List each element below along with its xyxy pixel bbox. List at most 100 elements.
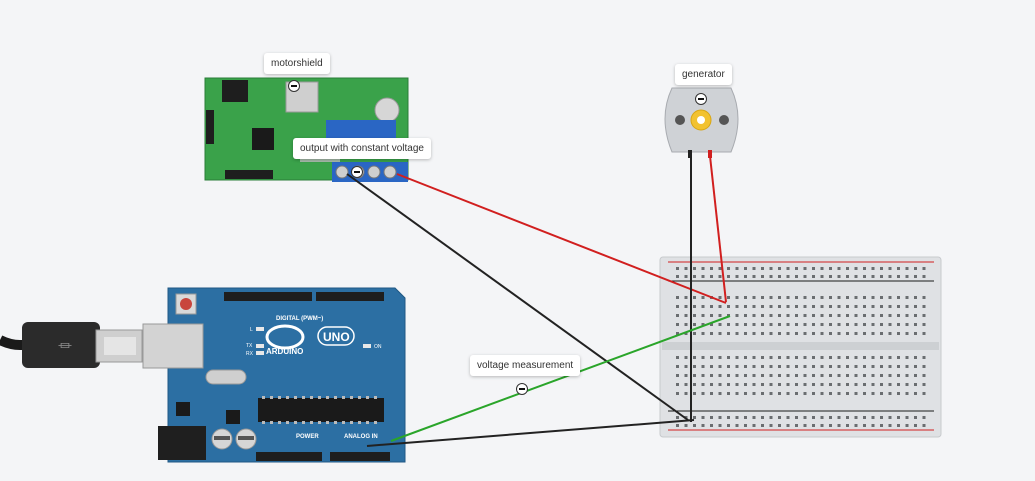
breadboard-hole[interactable] — [820, 275, 824, 278]
breadboard-hole[interactable] — [676, 383, 679, 386]
breadboard-hole[interactable] — [795, 275, 798, 278]
breadboard-hole[interactable] — [727, 374, 730, 377]
breadboard-hole[interactable] — [710, 392, 713, 395]
breadboard-hole[interactable] — [701, 424, 705, 427]
breadboard-hole[interactable] — [905, 296, 909, 299]
breadboard-hole[interactable] — [897, 374, 900, 377]
breadboard-hole[interactable] — [778, 314, 781, 317]
breadboard-hole[interactable] — [744, 392, 747, 395]
breadboard-hole[interactable] — [922, 267, 926, 270]
breadboard-hole[interactable] — [701, 365, 705, 368]
breadboard-hole[interactable] — [795, 314, 798, 317]
breadboard-hole[interactable] — [854, 365, 858, 368]
breadboard-hole[interactable] — [922, 305, 926, 308]
breadboard-hole[interactable] — [795, 356, 798, 359]
breadboard-hole[interactable] — [863, 296, 866, 299]
breadboard-hole[interactable] — [880, 365, 883, 368]
breadboard-hole[interactable] — [752, 332, 756, 335]
breadboard-hole[interactable] — [922, 374, 926, 377]
breadboard-hole[interactable] — [854, 424, 858, 427]
breadboard-hole[interactable] — [752, 383, 756, 386]
breadboard-hole[interactable] — [922, 332, 926, 335]
breadboard-hole[interactable] — [778, 267, 781, 270]
breadboard-hole[interactable] — [905, 416, 909, 419]
breadboard-hole[interactable] — [854, 296, 858, 299]
breadboard-hole[interactable] — [837, 383, 841, 386]
breadboard-hole[interactable] — [880, 374, 883, 377]
breadboard-hole[interactable] — [735, 416, 739, 419]
breadboard-hole[interactable] — [888, 332, 892, 335]
breadboard-hole[interactable] — [871, 374, 875, 377]
breadboard-hole[interactable] — [727, 365, 730, 368]
breadboard-hole[interactable] — [854, 374, 858, 377]
breadboard-hole[interactable] — [922, 356, 926, 359]
breadboard-hole[interactable] — [701, 296, 705, 299]
breadboard-hole[interactable] — [897, 296, 900, 299]
breadboard-hole[interactable] — [761, 424, 764, 427]
breadboard-hole[interactable] — [922, 296, 926, 299]
breadboard-hole[interactable] — [888, 416, 892, 419]
breadboard-hole[interactable] — [854, 305, 858, 308]
breadboard-hole[interactable] — [786, 296, 790, 299]
breadboard-hole[interactable] — [905, 332, 909, 335]
breadboard-hole[interactable] — [812, 383, 815, 386]
breadboard-hole[interactable] — [829, 365, 832, 368]
breadboard-hole[interactable] — [905, 305, 909, 308]
breadboard-hole[interactable] — [905, 356, 909, 359]
breadboard-hole[interactable] — [914, 332, 917, 335]
breadboard-hole[interactable] — [863, 416, 866, 419]
breadboard-hole[interactable] — [812, 314, 815, 317]
breadboard-hole[interactable] — [761, 383, 764, 386]
breadboard-hole[interactable] — [761, 356, 764, 359]
breadboard-hole[interactable] — [769, 383, 773, 386]
breadboard-hole[interactable] — [854, 267, 858, 270]
breadboard-hole[interactable] — [888, 267, 892, 270]
breadboard-hole[interactable] — [735, 383, 739, 386]
breadboard-hole[interactable] — [897, 424, 900, 427]
breadboard-hole[interactable] — [880, 296, 883, 299]
breadboard-hole[interactable] — [693, 332, 696, 335]
breadboard-hole[interactable] — [914, 392, 917, 395]
breadboard-hole[interactable] — [820, 296, 824, 299]
breadboard-hole[interactable] — [880, 275, 883, 278]
breadboard-hole[interactable] — [735, 374, 739, 377]
breadboard-hole[interactable] — [727, 267, 730, 270]
arduino-uno-board[interactable]: ARDUINO UNO DIGITAL (PWM~) ON TX RX L — [142, 287, 406, 463]
breadboard-hole[interactable] — [761, 365, 764, 368]
breadboard-hole[interactable] — [769, 275, 773, 278]
breadboard-hole[interactable] — [710, 314, 713, 317]
breadboard-hole[interactable] — [676, 424, 679, 427]
breadboard-hole[interactable] — [829, 332, 832, 335]
breadboard-hole[interactable] — [735, 314, 739, 317]
breadboard-hole[interactable] — [693, 374, 696, 377]
breadboard-hole[interactable] — [744, 365, 747, 368]
breadboard-hole[interactable] — [803, 365, 807, 368]
breadboard-hole[interactable] — [684, 374, 688, 377]
breadboard-hole[interactable] — [820, 374, 824, 377]
output-callout[interactable]: output with constant voltage — [293, 138, 431, 159]
breadboard-hole[interactable] — [829, 305, 832, 308]
breadboard-hole[interactable] — [795, 296, 798, 299]
breadboard-hole[interactable] — [922, 323, 926, 326]
breadboard-hole[interactable] — [684, 332, 688, 335]
breadboard-hole[interactable] — [676, 332, 679, 335]
breadboard-hole[interactable] — [871, 332, 875, 335]
breadboard-hole[interactable] — [761, 296, 764, 299]
breadboard-hole[interactable] — [727, 383, 730, 386]
breadboard-hole[interactable] — [888, 323, 892, 326]
breadboard-hole[interactable] — [829, 275, 832, 278]
breadboard-hole[interactable] — [684, 314, 688, 317]
breadboard-hole[interactable] — [863, 305, 866, 308]
breadboard-hole[interactable] — [854, 383, 858, 386]
breadboard-hole[interactable] — [718, 424, 722, 427]
breadboard-hole[interactable] — [744, 267, 747, 270]
breadboard-hole[interactable] — [880, 267, 883, 270]
breadboard-hole[interactable] — [761, 314, 764, 317]
breadboard-hole[interactable] — [778, 323, 781, 326]
breadboard-hole[interactable] — [888, 356, 892, 359]
breadboard-hole[interactable] — [846, 275, 849, 278]
breadboard-hole[interactable] — [701, 416, 705, 419]
breadboard-hole[interactable] — [727, 305, 730, 308]
breadboard-hole[interactable] — [676, 365, 679, 368]
breadboard-hole[interactable] — [914, 323, 917, 326]
